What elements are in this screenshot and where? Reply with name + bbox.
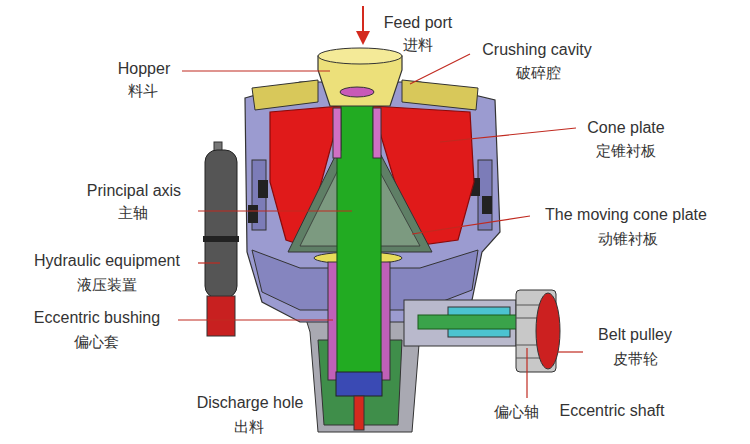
part-label: 破碎腔 <box>516 65 561 82</box>
eccentric-shaft <box>418 315 530 329</box>
part-label: 皮带轮 <box>613 351 658 368</box>
feed-arrow <box>362 6 364 38</box>
hopper-rim <box>318 48 402 64</box>
principal-axis <box>337 94 381 392</box>
part-label: Eccentric bushing <box>34 309 160 327</box>
bolt <box>258 180 268 198</box>
part-label: 定锥衬板 <box>596 143 656 160</box>
leader-line <box>558 351 583 352</box>
part-label: 进料 <box>403 37 433 54</box>
part-label: Feed port <box>384 14 452 32</box>
part-label: Cone plate <box>587 119 664 137</box>
part-label: The moving cone plate <box>545 206 707 224</box>
cylinder-band <box>203 236 239 242</box>
part-label: 主轴 <box>118 205 148 222</box>
part-label: Eccentric shaft <box>560 402 665 420</box>
part-label: 偏心套 <box>74 334 119 351</box>
part-label: 液压装置 <box>77 277 137 294</box>
frame-rib <box>478 160 492 230</box>
bolt <box>482 196 492 214</box>
part-label: 出料 <box>234 419 264 436</box>
leader-line <box>410 54 470 84</box>
leader-line <box>198 210 352 211</box>
sleeve <box>373 108 381 158</box>
hydraulic-cylinder <box>205 150 237 298</box>
discharge-part <box>354 396 364 430</box>
bolt <box>248 205 258 223</box>
sleeve <box>333 108 341 158</box>
shaft-cap <box>340 87 374 97</box>
leader-line <box>182 70 330 71</box>
leader-line <box>198 262 220 263</box>
leader-line <box>526 348 527 398</box>
part-label: Crushing cavity <box>482 41 591 59</box>
thrust-bearing <box>336 372 382 396</box>
part-label: Hydraulic equipment <box>34 252 180 270</box>
spider-arm <box>252 80 318 110</box>
part-label: Principal axis <box>87 182 181 200</box>
leader-line <box>412 216 530 234</box>
cylinder-base <box>207 296 235 336</box>
part-label: Hopper <box>118 60 170 78</box>
leader-line <box>178 319 333 320</box>
part-label: 料斗 <box>128 83 158 100</box>
leader-line <box>440 128 576 142</box>
part-label: Discharge hole <box>197 394 304 412</box>
part-label: 动锥衬板 <box>598 231 658 248</box>
part-label: Belt pulley <box>598 326 672 344</box>
spider-arm <box>402 80 478 110</box>
pulley-face <box>536 293 560 369</box>
part-label: 偏心轴 <box>494 404 539 421</box>
